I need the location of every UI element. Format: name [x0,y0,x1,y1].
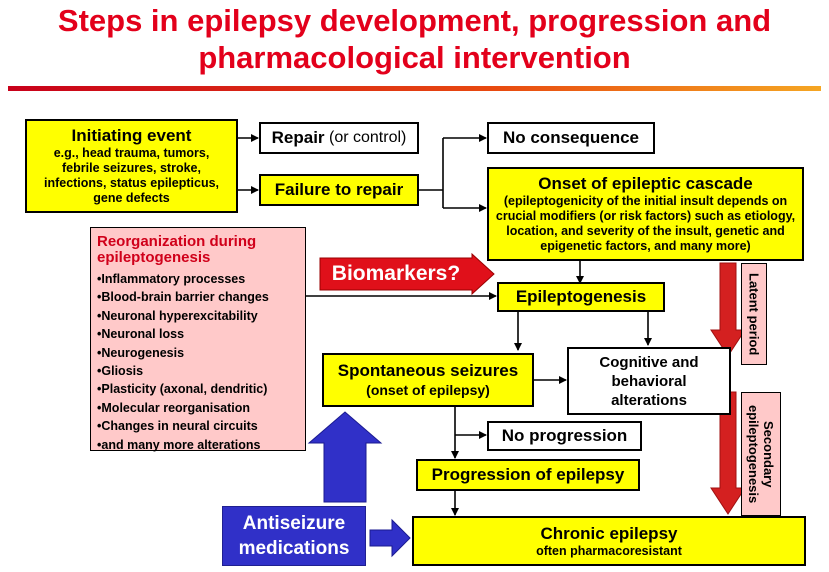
chronic-epilepsy-sub: often pharmacoresistant [536,543,682,558]
reorganization-item: Neuronal hyperexcitability [97,307,269,325]
repair-box: Repair (or control) [259,122,419,154]
secondary-epileptogenesis-arrow [710,391,746,515]
failure-to-repair-box: Failure to repair [259,174,419,206]
reorganization-item: Changes in neural circuits [97,417,269,435]
reorganization-item: Neuronal loss [97,325,269,343]
cascade-title: Onset of epileptic cascade [538,174,753,193]
latent-period-label: Latent period [746,272,762,356]
biomarkers-arrow-shape [319,252,495,296]
cognitive-line-3: alterations [611,391,687,409]
biomarkers-label: Biomarkers? [331,262,461,285]
repair-label: Repair [271,128,325,147]
spontaneous-seizures-box: Spontaneous seizures (onset of epilepsy) [322,353,534,407]
reorganization-box: Reorganization during epileptogenesis In… [90,227,306,454]
reorganization-item: Inflammatory processes [97,270,269,288]
initiating-event-box: Initiating event e.g., head trauma, tumo… [25,119,238,213]
epileptogenesis-box: Epileptogenesis [497,282,665,312]
cascade-detail-4: epigenetic factors, and many more) [540,239,751,253]
reorganization-title-line2: epileptogenesis [97,249,211,266]
spontaneous-seizures-title: Spontaneous seizures [337,361,519,380]
cognitive-alterations-box: Cognitive and behavioral alterations [567,347,731,415]
reorganization-list: Inflammatory processes Blood-brain barri… [97,270,269,454]
page-title-line2: pharmacological intervention [198,40,631,75]
latent-period-label-box: Latent period [741,263,767,365]
chronic-epilepsy-box: Chronic epilepsy often pharmacoresistant [412,516,806,566]
latent-period-arrow [710,262,746,357]
failure-to-repair-label: Failure to repair [274,180,404,199]
no-progression-box: No progression [487,421,642,451]
chronic-epilepsy-title: Chronic epilepsy [540,523,678,543]
page-title-line1: Steps in epilepsy development, progressi… [57,3,772,38]
cognitive-line-2: behavioral [611,372,687,390]
secondary-line-2: epileptogenesis [746,404,761,504]
title-divider [8,86,821,91]
antiseizure-right-arrow [369,518,411,558]
reorganization-item: Molecular reorganisation [97,399,269,417]
cascade-detail-3: location, and severity of the insult, ge… [506,224,785,238]
initiating-event-detail-3: infections, status epilepticus, [43,176,220,190]
progression-box: Progression of epilepsy [416,459,640,491]
initiating-event-detail-4: gene defects [93,191,170,205]
spontaneous-seizures-sub: (onset of epilepsy) [366,382,490,398]
no-consequence-box: No consequence [487,122,655,154]
antiseizure-medications-box: Antiseizure medications [222,506,366,566]
repair-suffix: (or control) [324,129,407,146]
cognitive-line-1: Cognitive and [599,353,699,371]
initiating-event-title: Initiating event [71,126,192,145]
no-progression-label: No progression [501,426,628,445]
reorganization-item: Plasticity (axonal, dendritic) [97,380,269,398]
reorganization-item: Neurogenesis [97,344,269,362]
antiseizure-line-2: medications [238,538,350,559]
antiseizure-line-1: Antiseizure [242,513,346,534]
reorganization-item: Blood-brain barrier changes [97,288,268,306]
progression-label: Progression of epilepsy [431,465,625,484]
cascade-detail-2: crucial modifiers (or risk factors) such… [495,209,796,223]
no-consequence-label: No consequence [502,128,640,147]
secondary-line-1: Secondary [761,420,776,488]
reorganization-item: and many more alterations [97,436,269,454]
initiating-event-detail-2: febrile seizures, stroke, [62,161,201,175]
reorganization-item: Gliosis [97,362,269,380]
cascade-detail-1: (epileptogenicity of the initial insult … [503,194,788,208]
antiseizure-up-arrow [307,411,383,503]
reorganization-title-line1: Reorganization during [97,233,257,250]
initiating-event-detail-1: e.g., head trauma, tumors, [53,146,210,160]
epileptic-cascade-box: Onset of epileptic cascade (epileptogeni… [487,167,804,261]
epileptogenesis-label: Epileptogenesis [515,287,647,306]
